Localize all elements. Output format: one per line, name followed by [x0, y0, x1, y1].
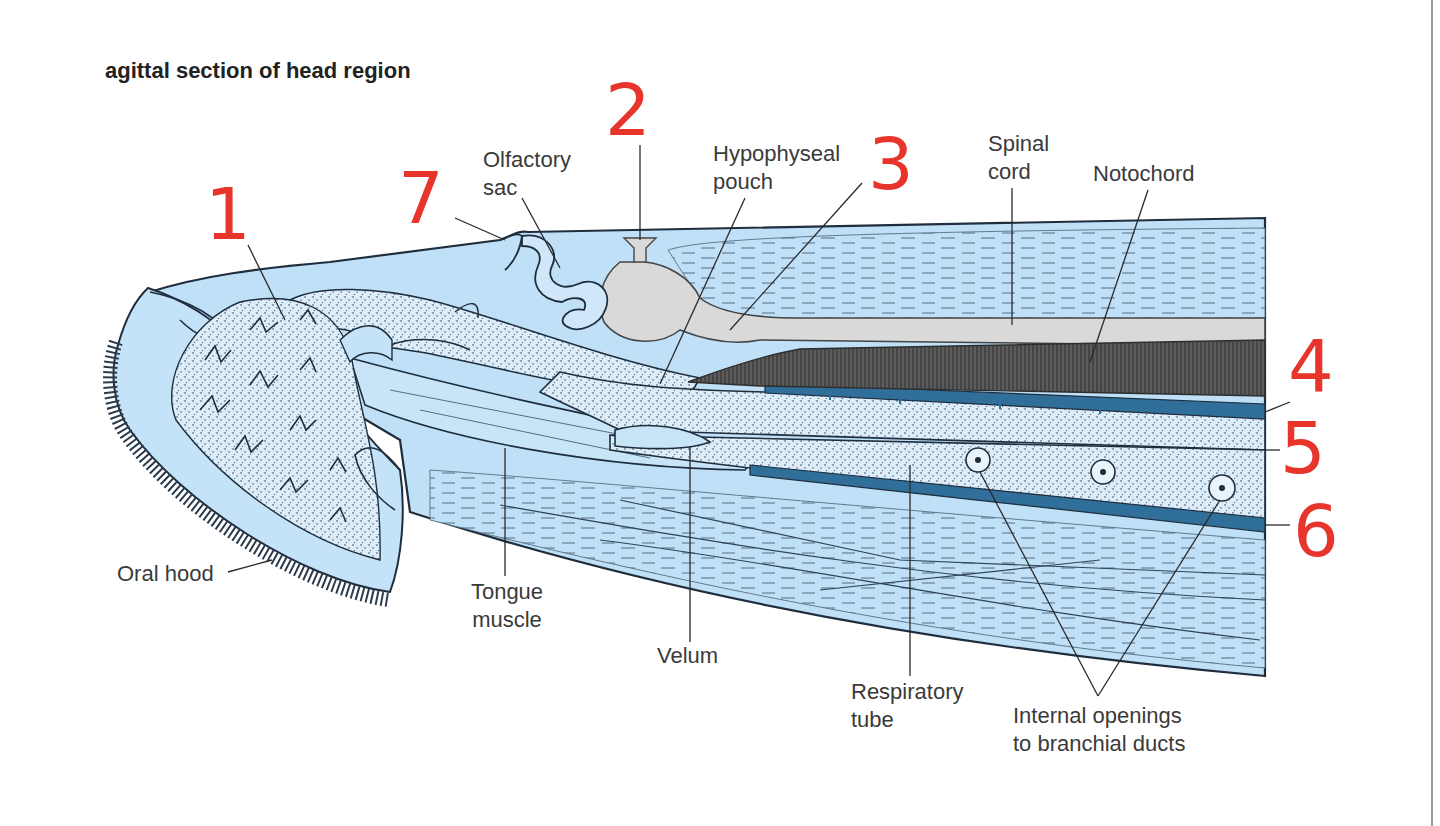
- dorsal-muscle: [668, 228, 1265, 325]
- part-label: Spinal cord: [988, 130, 1068, 186]
- part-label: Olfactory sac: [483, 146, 588, 202]
- part-label: Tongue muscle: [462, 578, 552, 634]
- leader-lines: [228, 145, 1290, 696]
- piston-cartilage: [340, 326, 392, 362]
- part-label: Notochord: [1093, 160, 1223, 188]
- part-label: Oral hood: [117, 560, 237, 588]
- part-label: Internal openings to branchial ducts: [1013, 702, 1197, 758]
- pineal-stalk: [624, 238, 656, 262]
- horny-teeth: [200, 310, 346, 522]
- branchial-openings: [966, 448, 1235, 501]
- callout-number: 7: [398, 162, 444, 234]
- callout-number: 1: [205, 178, 251, 250]
- part-label: Respiratory tube: [851, 678, 986, 734]
- respiratory-tube: [610, 435, 1265, 520]
- part-label: Hypophyseal pouch: [713, 140, 848, 196]
- muscle-bundle-lines: [500, 500, 1265, 640]
- body-outline: [150, 218, 1265, 676]
- branchial-opening-centres: [975, 457, 1225, 491]
- part-label: Velum: [657, 642, 737, 670]
- notochord-rod: [688, 340, 1265, 396]
- buccal-folds: [390, 304, 478, 350]
- callout-number: 5: [1280, 412, 1326, 484]
- diagram-title: agittal section of head region: [105, 58, 411, 84]
- velum-flap: [615, 426, 710, 449]
- frame-edge: [1431, 0, 1433, 826]
- callout-number: 4: [1288, 330, 1334, 402]
- callout-number: 3: [868, 128, 914, 200]
- callout-number: 6: [1293, 495, 1339, 567]
- olfactory-sac-shape: [522, 235, 607, 329]
- lower-cartilage-bar: [750, 465, 1265, 532]
- callout-number: 2: [605, 74, 651, 146]
- bar-branch: [830, 392, 1100, 414]
- hood-lip: [355, 448, 400, 510]
